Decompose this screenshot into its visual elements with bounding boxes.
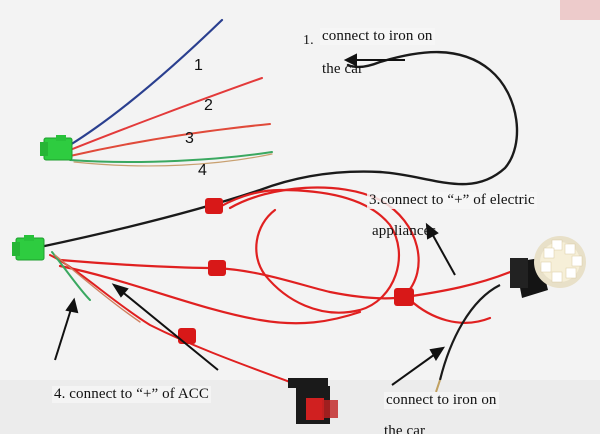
wire-number-2: 2 <box>204 97 213 114</box>
step1-number: 1. <box>303 33 314 48</box>
ground-label-line1: connect to iron on <box>384 392 499 409</box>
upper-wire-bundle <box>68 18 273 167</box>
wire-number-3: 3 <box>185 130 194 147</box>
fuse-tap <box>288 378 338 424</box>
main-black-wire <box>38 50 519 249</box>
lower-wire-bundle <box>49 251 291 383</box>
step3-label-line1: 3.connect to “+” of electric <box>367 192 537 209</box>
red-wire-loops <box>58 186 517 325</box>
wire-number-4: 4 <box>198 162 207 179</box>
step4-label: 4. connect to “+” of ACC <box>52 386 211 403</box>
step1-label-line2: the car <box>322 61 364 77</box>
bulb-socket <box>435 236 586 393</box>
step1-label-line1: connect to iron on <box>320 28 435 45</box>
wire-number-1: 1 <box>194 57 203 74</box>
lower-green-connector <box>12 235 45 261</box>
upper-green-connector <box>40 135 73 161</box>
step3-label-line2: appliances <box>372 223 437 239</box>
ground-label-line2: the car <box>384 423 426 434</box>
annotation-arrows <box>54 53 456 386</box>
